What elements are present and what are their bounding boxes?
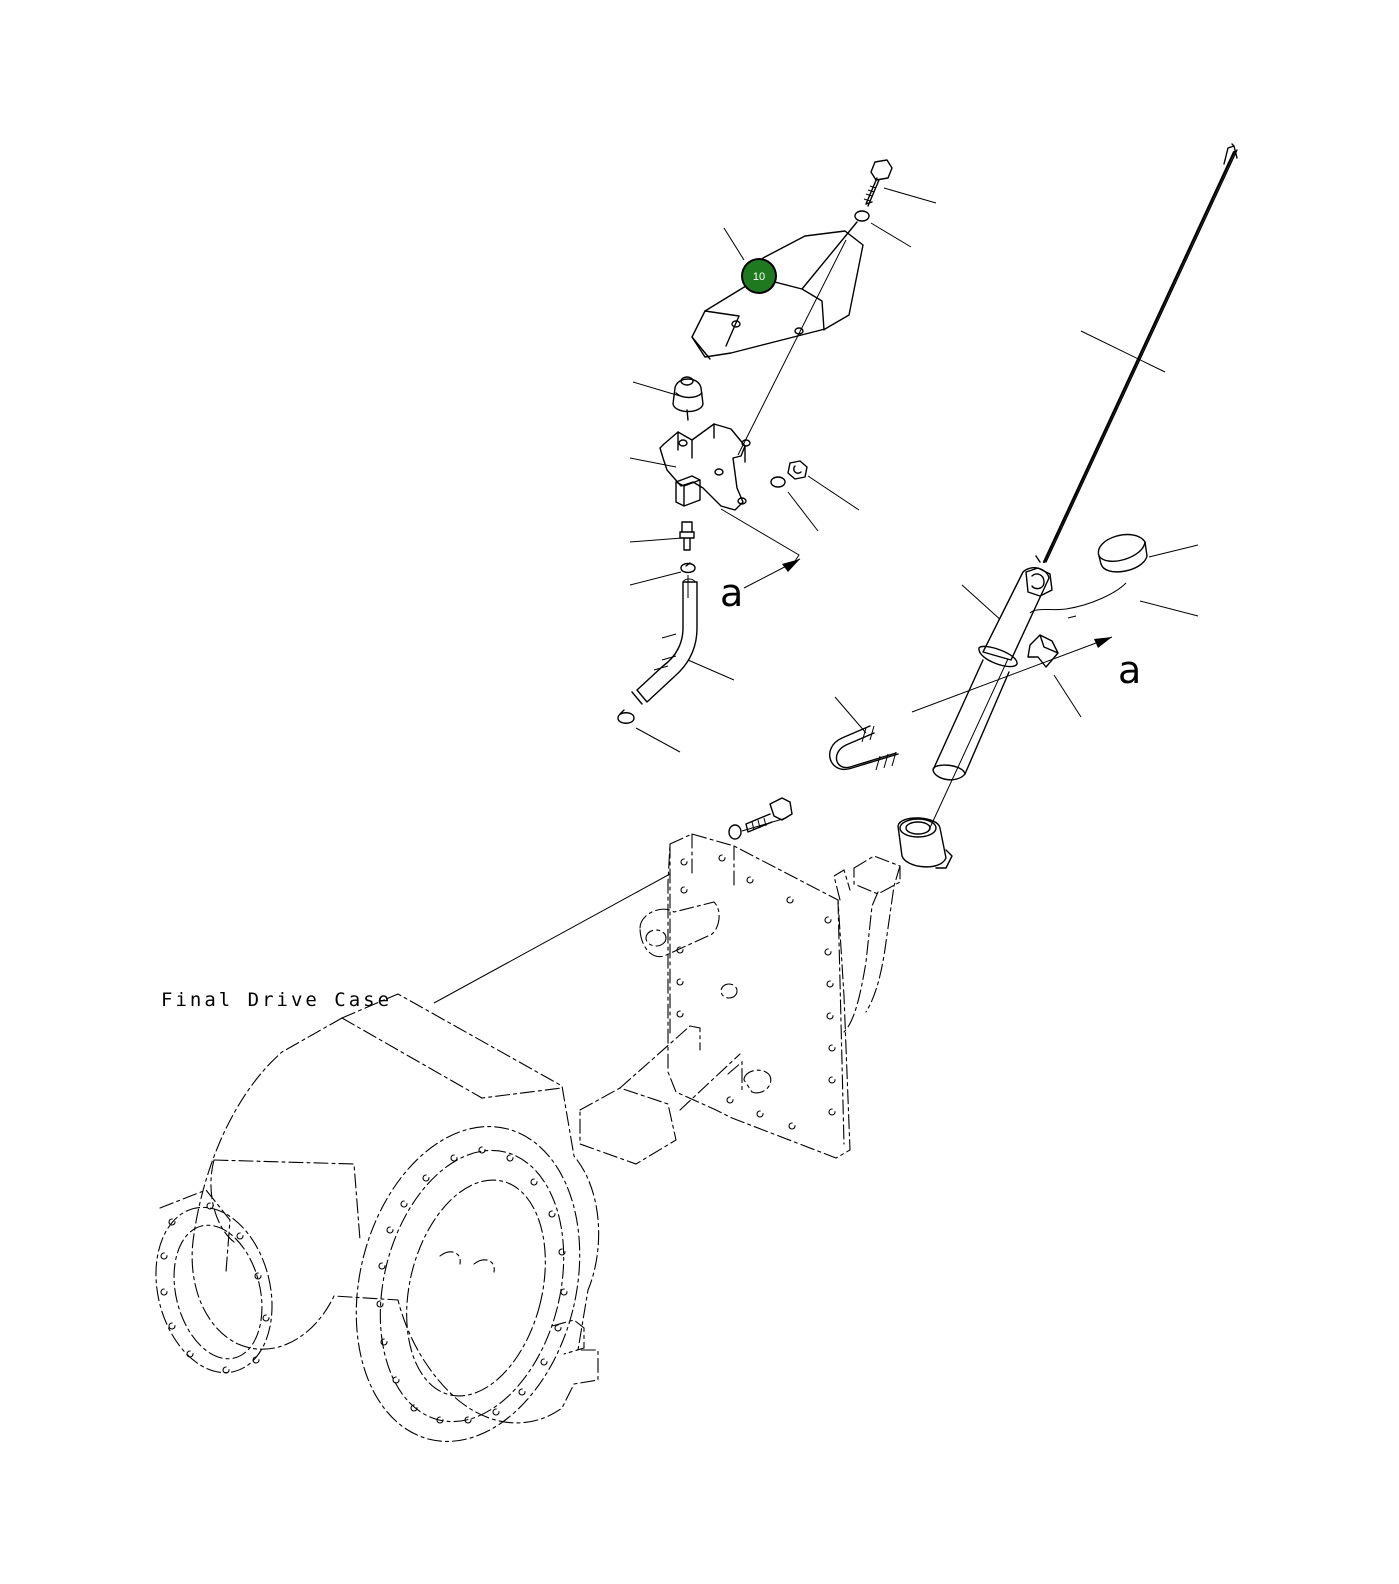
washer-mid — [728, 824, 742, 840]
clamp-upper — [680, 562, 696, 574]
fitting — [679, 521, 695, 551]
pipe-base-fitting — [897, 817, 953, 869]
filler-cap — [1097, 533, 1148, 573]
cover-plate — [691, 221, 864, 360]
cap-chain — [1029, 582, 1127, 619]
final-drive-case — [155, 993, 600, 1442]
bolt-mid — [745, 797, 793, 833]
dipstick — [1042, 143, 1238, 564]
mounting-plate — [579, 833, 901, 1165]
view-label-lower: a — [1118, 648, 1141, 692]
final-drive-case-label: Final Drive Case — [161, 989, 392, 1011]
filler-pipe — [932, 555, 1053, 781]
hose — [631, 578, 698, 705]
washer-top — [854, 210, 870, 222]
callout-number: 10 — [753, 271, 765, 283]
washer-bracket — [770, 476, 786, 488]
nut-bracket — [787, 460, 808, 480]
pipe-clamp — [1027, 634, 1059, 668]
callout-badge-fill — [743, 260, 775, 292]
clamp-lower — [617, 709, 635, 724]
u-bolt — [829, 725, 899, 771]
view-arrow-lower: a — [911, 636, 1141, 713]
bolt-top — [863, 159, 893, 207]
leader-lines — [433, 187, 1199, 1004]
view-arrow-upper: a — [720, 558, 801, 615]
bracket — [659, 423, 800, 562]
callout-badge-10[interactable]: 10 — [741, 258, 777, 294]
view-label-upper: a — [720, 571, 743, 615]
rubber-mount — [672, 376, 704, 421]
